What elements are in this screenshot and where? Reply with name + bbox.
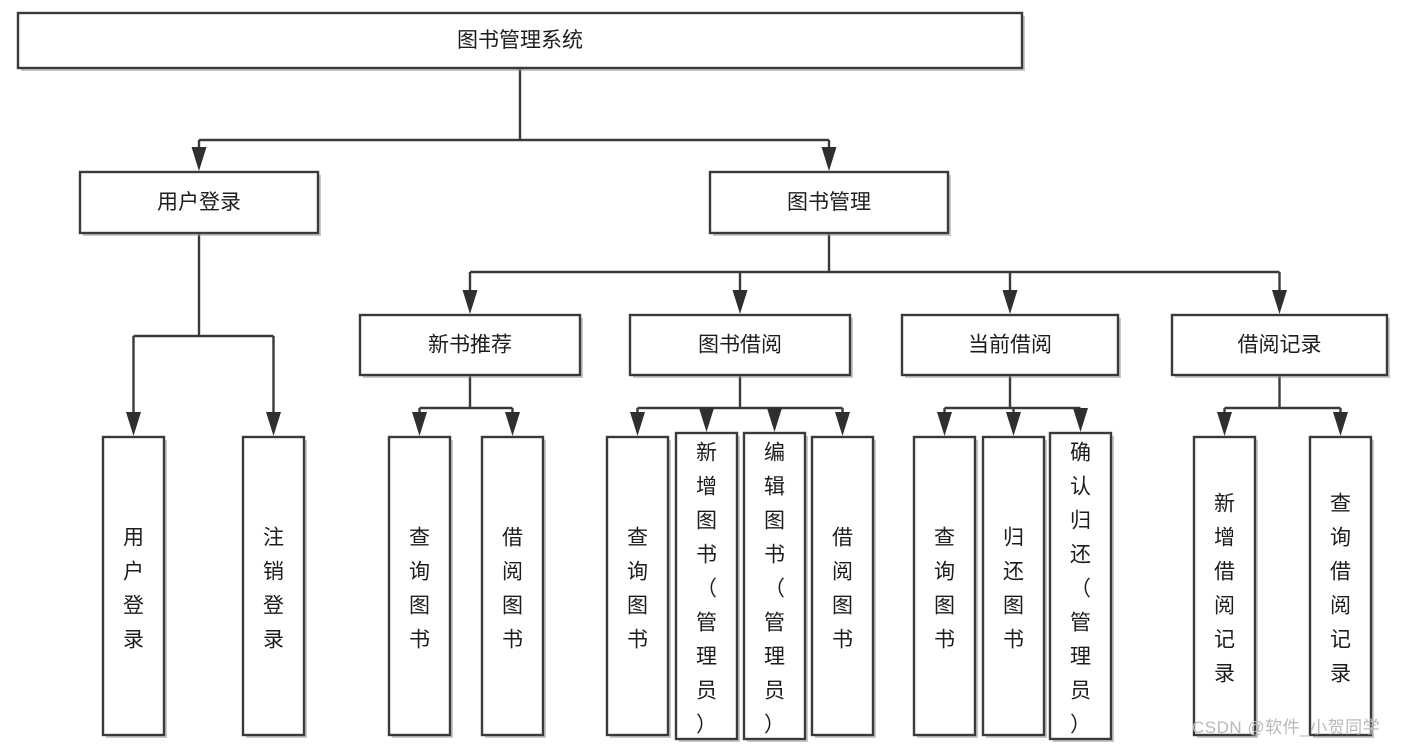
node-label: 当前借阅 [968,334,1052,357]
node-label: 图书管理 [787,191,871,214]
edge-group-root [191,68,837,171]
node-box[interactable] [674,431,739,741]
node-leaf-edit-book[interactable]: 编辑图书（管理员） [742,431,808,742]
node-box[interactable] [101,435,166,737]
edge-group-current-borrow [937,375,1088,436]
node-box[interactable] [628,313,852,377]
node-leaf-confirm-return[interactable]: 确认归还（管理员） [1048,431,1114,742]
node-label: 用户登录 [157,191,241,214]
edge-group-new-book-recommend [412,375,520,436]
node-box[interactable] [981,435,1046,737]
node-current-borrow[interactable]: 当前借阅 [900,313,1121,378]
node-leaf-query-book-borrow[interactable]: 查询图书 [605,435,671,738]
node-root[interactable]: 图书管理系统 [16,11,1025,71]
node-box[interactable] [358,313,582,377]
node-box[interactable] [1048,431,1113,741]
node-leaf-query-book-rec[interactable]: 查询图书 [387,435,453,738]
node-box[interactable] [900,313,1120,377]
node-box[interactable] [1170,313,1389,377]
edge-group-user-login [126,233,281,436]
edge-group-book-borrow [630,375,850,436]
node-leaf-logout[interactable]: 注销登录 [241,435,307,738]
node-leaf-add-record[interactable]: 新增借阅记录 [1192,435,1258,738]
node-box[interactable] [605,435,670,737]
node-label: 新增借阅记录 [1214,493,1235,686]
edge-group-book-manage [462,233,1287,314]
node-box[interactable] [742,431,807,741]
node-label: 借阅图书 [502,527,523,652]
node-label: 新增图书（管理员） [696,442,717,737]
node-box[interactable] [810,435,875,737]
node-leaf-return-book[interactable]: 归还图书 [981,435,1047,738]
csdn-watermark: CSDN @软件_小贺同学 [1192,718,1381,737]
node-box[interactable] [78,170,320,235]
node-label: 查询图书 [934,527,955,652]
node-label: 图书管理系统 [457,29,583,52]
node-label: 新书推荐 [428,334,512,357]
node-box[interactable] [241,435,306,737]
node-label: 借阅图书 [832,527,853,652]
node-label: 确认归还（管理员） [1070,442,1091,737]
node-box[interactable] [1192,435,1257,737]
nodes-layer: 图书管理系统用户登录图书管理新书推荐图书借阅当前借阅借阅记录用户登录注销登录查询… [16,11,1390,742]
node-box[interactable] [708,170,950,235]
node-label: 查询图书 [409,527,430,652]
node-borrow-record[interactable]: 借阅记录 [1170,313,1390,378]
node-box[interactable] [480,435,545,737]
node-label: 借阅记录 [1238,334,1322,357]
node-book-borrow[interactable]: 图书借阅 [628,313,853,378]
node-label: 查询图书 [627,527,648,652]
node-label: 注销登录 [263,527,284,652]
edges-layer [126,68,1348,436]
node-leaf-add-book[interactable]: 新增图书（管理员） [674,431,740,742]
node-box[interactable] [912,435,977,737]
node-label: 用户登录 [123,527,144,652]
node-user-login[interactable]: 用户登录 [78,170,321,236]
node-book-manage[interactable]: 图书管理 [708,170,951,236]
node-box[interactable] [387,435,452,737]
node-leaf-user-login[interactable]: 用户登录 [101,435,167,738]
node-new-book-recommend[interactable]: 新书推荐 [358,313,583,378]
node-leaf-borrow-book[interactable]: 借阅图书 [810,435,876,738]
node-label: 图书借阅 [698,334,782,357]
node-box[interactable] [1308,435,1373,737]
node-leaf-query-book-cur[interactable]: 查询图书 [912,435,978,738]
node-label: 编辑图书（管理员） [764,442,785,737]
node-label: 归还图书 [1003,527,1024,652]
node-leaf-borrow-book-rec[interactable]: 借阅图书 [480,435,546,738]
node-label: 查询借阅记录 [1330,493,1351,686]
node-leaf-query-record[interactable]: 查询借阅记录 [1308,435,1374,738]
node-box[interactable] [16,11,1024,70]
edge-group-borrow-record [1217,375,1348,436]
